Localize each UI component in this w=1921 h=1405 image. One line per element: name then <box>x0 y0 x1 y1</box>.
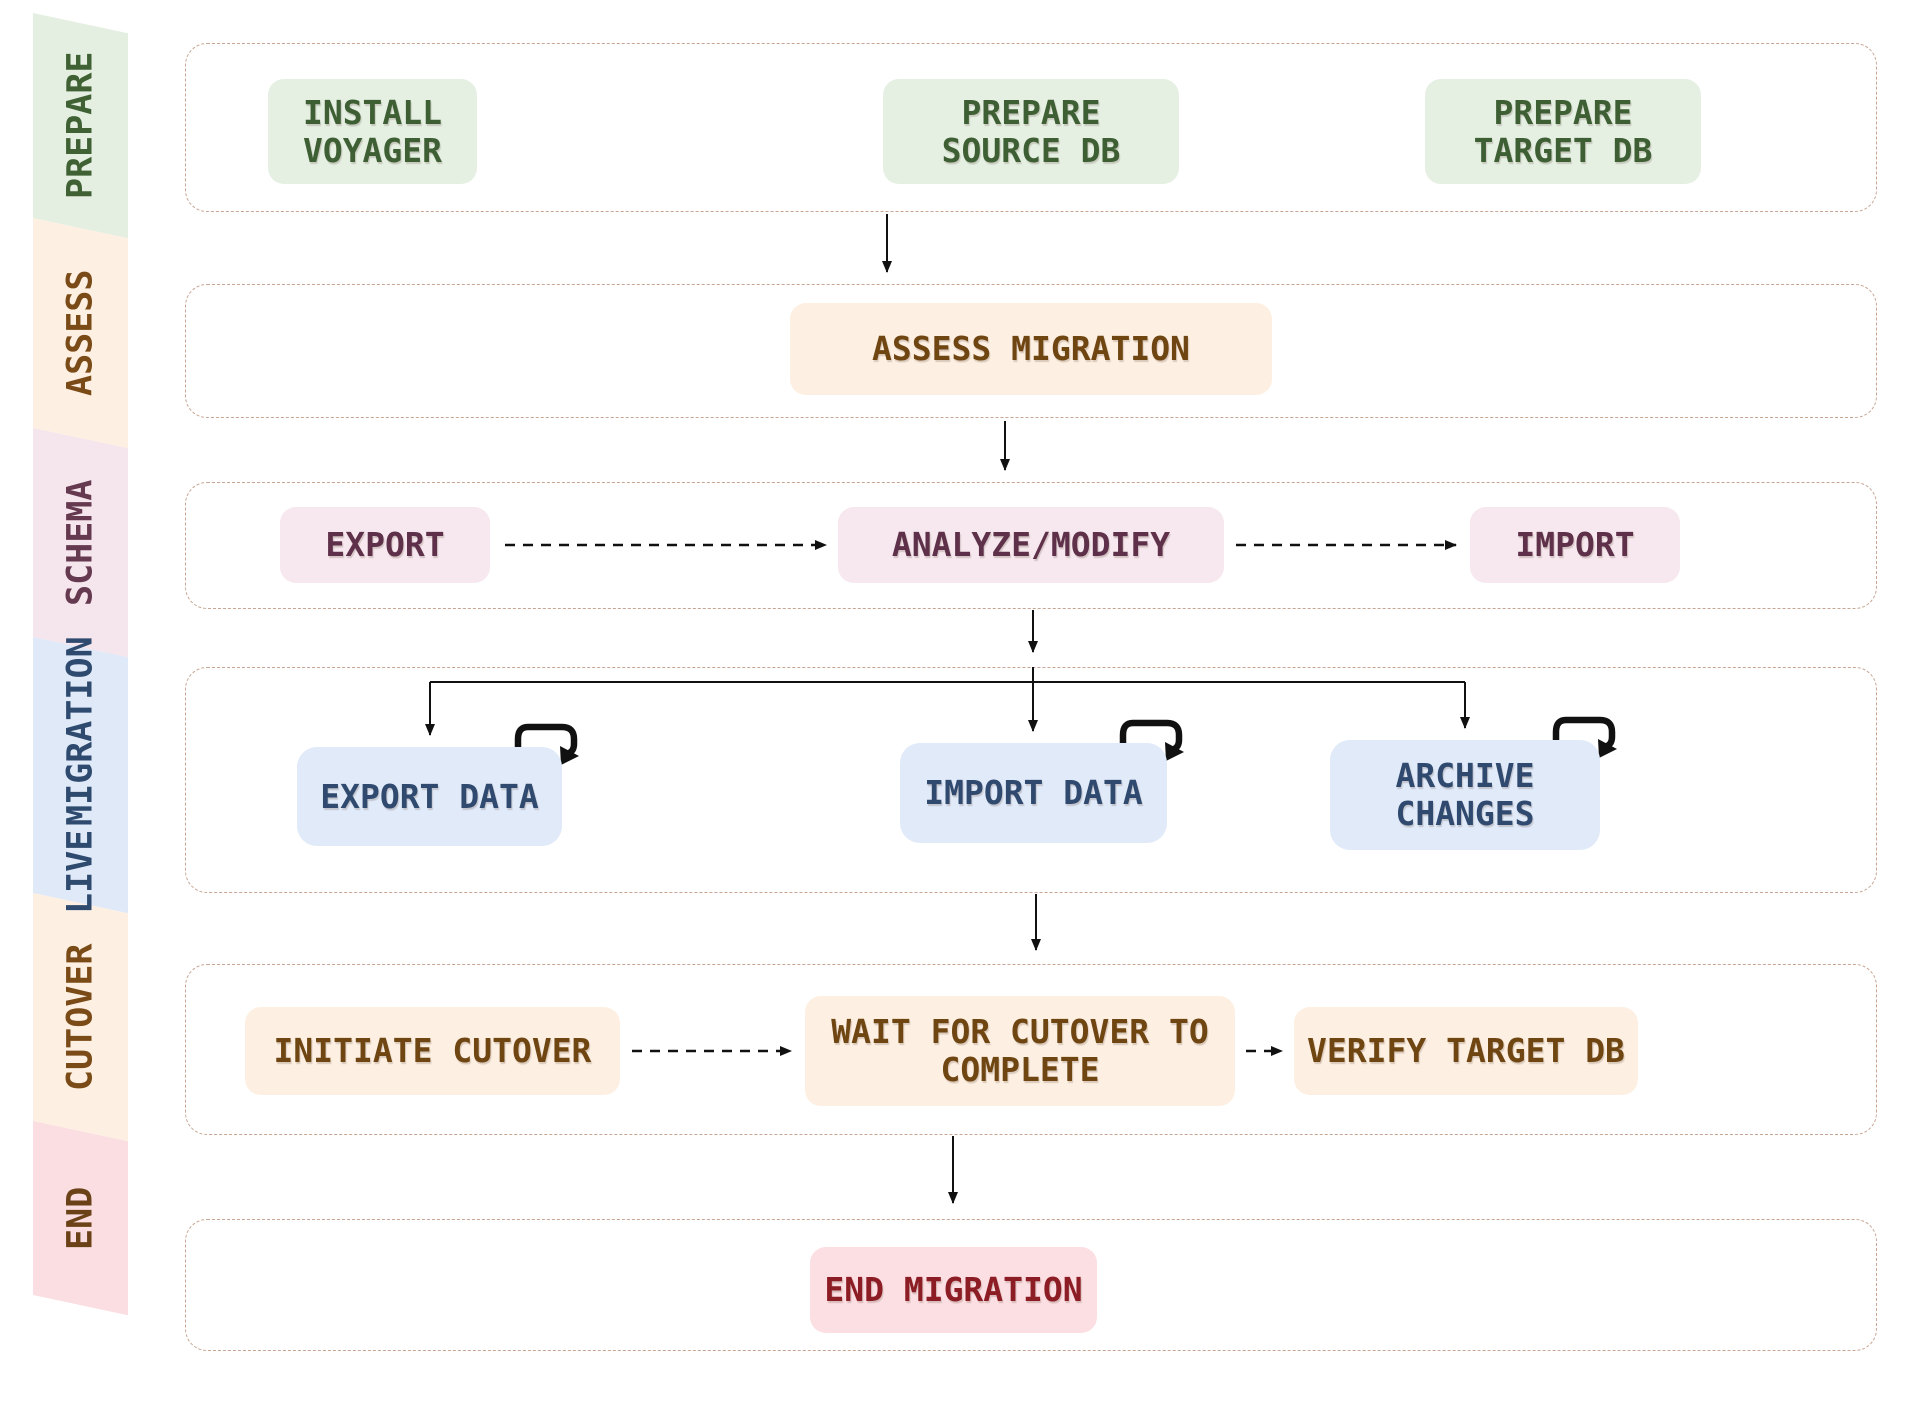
node-label: ARCHIVE <box>1395 756 1535 795</box>
node-export-schema[interactable]: EXPORT <box>280 507 490 583</box>
node-export-data[interactable]: EXPORT DATA <box>297 747 562 846</box>
node-label: INSTALL <box>302 92 443 132</box>
node-label: END MIGRATION <box>824 1270 1083 1309</box>
node-prepare-target-db[interactable]: PREPARE TARGET DB <box>1425 79 1701 184</box>
node-label: INITIATE CUTOVER <box>273 1031 592 1070</box>
node-label: VERIFY TARGET DB <box>1307 1031 1625 1070</box>
node-import-schema[interactable]: IMPORT <box>1470 507 1680 583</box>
node-label: IMPORT DATA <box>924 773 1143 812</box>
lane-label-cutover: CUTOVER <box>60 943 101 1091</box>
lane-label-assess: ASSESS <box>60 269 101 397</box>
node-assess-migration[interactable]: ASSESS MIGRATION <box>790 303 1272 395</box>
node-label: ANALYZE/MODIFY <box>891 525 1171 564</box>
node-prepare-source-db[interactable]: PREPARE SOURCE DB <box>883 79 1179 184</box>
node-initiate-cutover[interactable]: INITIATE CUTOVER <box>245 1007 620 1095</box>
node-label: TARGET DB <box>1473 130 1653 170</box>
node-label: VOYAGER <box>302 130 443 170</box>
node-import-data[interactable]: IMPORT DATA <box>900 743 1167 843</box>
node-label: WAIT FOR CUTOVER TO <box>831 1012 1209 1051</box>
lane-label-live-migration: LIVE MIGRATION <box>60 636 101 914</box>
node-label: CHANGES <box>1395 794 1535 833</box>
node-label: EXPORT DATA <box>320 776 539 816</box>
node-label: PREPARE <box>1493 92 1633 132</box>
node-label: ASSESS MIGRATION <box>872 329 1190 368</box>
node-install-voyager[interactable]: INSTALL VOYAGER <box>268 79 477 184</box>
node-analyze-modify-schema[interactable]: ANALYZE/MODIFY <box>838 507 1224 583</box>
node-archive-changes[interactable]: ARCHIVE CHANGES <box>1330 740 1600 850</box>
node-label: EXPORT <box>325 525 445 564</box>
node-wait-for-cutover-to-complete[interactable]: WAIT FOR CUTOVER TO COMPLETE <box>805 996 1235 1106</box>
node-end-migration[interactable]: END MIGRATION <box>810 1247 1097 1333</box>
lane-label-schema: SCHEMA <box>60 479 101 606</box>
node-label: PREPARE <box>961 92 1101 132</box>
node-label: COMPLETE <box>940 1050 1100 1089</box>
lane-label-prepare: PREPARE <box>60 51 101 200</box>
node-label: SOURCE DB <box>941 130 1121 170</box>
node-label: IMPORT <box>1515 525 1635 564</box>
lane-label-end: END <box>60 1186 101 1250</box>
node-verify-target-db[interactable]: VERIFY TARGET DB <box>1294 1007 1638 1095</box>
